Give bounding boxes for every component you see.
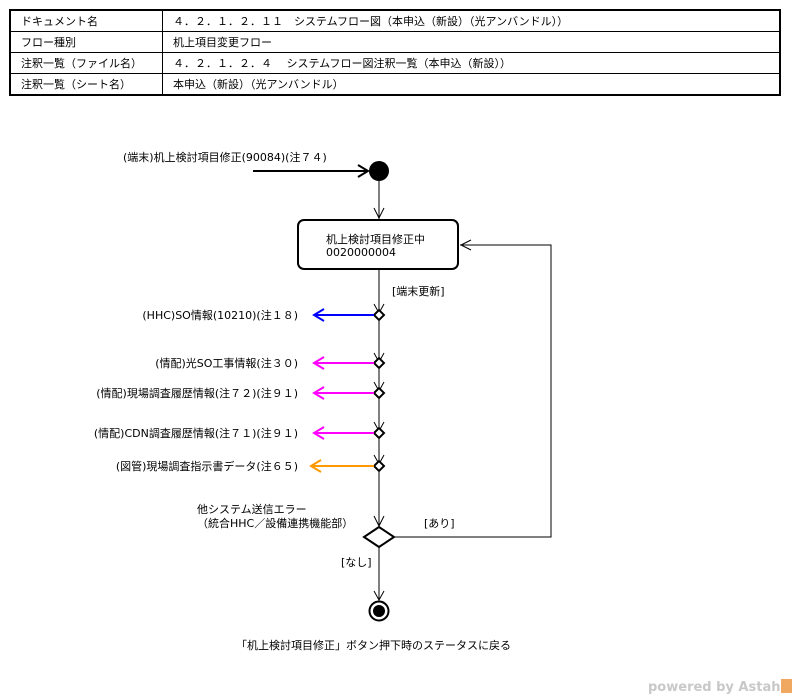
- trigger-label: (端末)机上検討項目修正(90084)(注７４): [123, 151, 327, 164]
- fork-diamond: [372, 426, 386, 440]
- decision-node: [362, 525, 396, 549]
- final-node: [368, 600, 390, 622]
- fork-diamond: [372, 308, 386, 322]
- final-note: 「机上検討項目修正」ボタン押下時のステータスに戻る: [236, 639, 511, 652]
- row-key: 注釈一覧（シート名）: [9, 73, 163, 96]
- output-arrow-hikari-so: [312, 356, 374, 370]
- table-row: ドキュメント名 ４．２．１．２．１１ システムフロー図（本申込（新設）（光アンバ…: [9, 9, 781, 32]
- astah-logo-icon: [781, 679, 792, 693]
- document-info-table: ドキュメント名 ４．２．１．２．１１ システムフロー図（本申込（新設）（光アンバ…: [9, 9, 781, 96]
- state-code: 0020000004: [326, 246, 396, 259]
- output-arrow-hhc: [312, 308, 374, 322]
- transition-initial-to-state: [373, 181, 385, 220]
- initial-node: [369, 161, 389, 181]
- output-arrow-genba-rireki: [312, 386, 374, 400]
- fork-diamond: [372, 386, 386, 400]
- watermark-text: powered by Astah: [648, 680, 781, 695]
- guard-update-label: [端末更新]: [392, 285, 445, 298]
- decision-label-line2: （統合HHC／設備連携機能部）: [197, 517, 354, 530]
- guard-no-label: [なし]: [341, 556, 372, 569]
- table-row: フロー種別 机上項目変更フロー: [9, 31, 781, 53]
- output-label-genba-rireki: (情配)現場調査履歴情報(注７２)(注９１): [96, 387, 298, 400]
- output-label-zukan: (図管)現場調査指示書データ(注６５): [115, 460, 298, 473]
- transition-loop-back: [394, 239, 552, 538]
- fork-points: [372, 308, 386, 473]
- output-arrow-zukan: [309, 459, 374, 473]
- astah-watermark: powered by Astah: [648, 679, 792, 695]
- trigger-arrow: [253, 164, 370, 178]
- transition-to-final: [373, 547, 385, 602]
- output-label-hhc: (HHC)SO情報(10210)(注１８): [142, 309, 298, 322]
- state-desk-review-editing: 机上検討項目修正中 0020000004: [297, 219, 459, 270]
- row-value: 本申込（新設）（光アンバンドル）: [162, 73, 781, 96]
- fork-diamond: [372, 356, 386, 370]
- output-label-hikari-so: (情配)光SO工事情報(注３０): [155, 357, 298, 370]
- output-label-cdn-rireki: (情配)CDN調査履歴情報(注７１)(注９１): [93, 427, 298, 440]
- guard-yes-label: [あり]: [424, 517, 455, 530]
- row-value: ４．２．１．２．４ システムフロー図注釈一覧（本申込（新設））: [162, 52, 781, 74]
- decision-label-line1: 他システム送信エラー: [197, 503, 307, 516]
- row-key: 注釈一覧（ファイル名）: [9, 52, 163, 74]
- fork-diamond: [372, 459, 386, 473]
- table-row: 注釈一覧（シート名） 本申込（新設）（光アンバンドル）: [9, 73, 781, 96]
- output-arrow-cdn-rireki: [312, 426, 374, 440]
- table-row: 注釈一覧（ファイル名） ４．２．１．２．４ システムフロー図注釈一覧（本申込（新…: [9, 52, 781, 74]
- state-name: 机上検討項目修正中: [326, 233, 425, 246]
- row-value: ４．２．１．２．１１ システムフロー図（本申込（新設）（光アンバンドル））: [162, 9, 781, 32]
